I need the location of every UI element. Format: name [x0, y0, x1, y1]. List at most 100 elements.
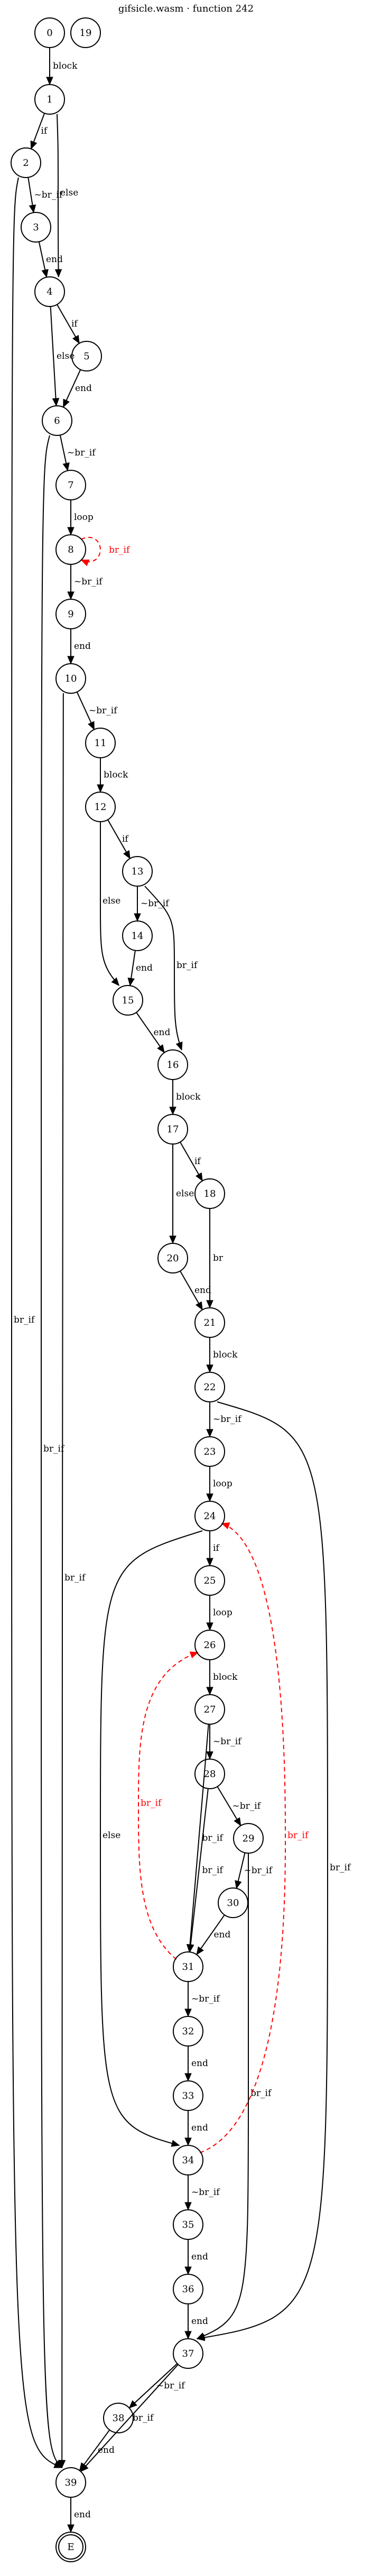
edge-label-10-to-39: br_if [64, 1573, 86, 1583]
edge-28-to-31 [189, 1788, 209, 1952]
edge-10-to-39 [61, 693, 64, 2468]
node-24-label: 24 [204, 1511, 216, 1522]
edge-arrow-27-to-28 [206, 1751, 213, 1760]
edge-label-29-to-37: br_if [250, 2088, 272, 2099]
edge-arrow-36-to-37 [184, 2331, 192, 2340]
node-0: 0 [34, 17, 65, 48]
edge-37-to-38 [128, 2363, 178, 2408]
node-21-label: 21 [204, 1317, 216, 1328]
node-8: 8 [55, 534, 86, 565]
edge-37-to-39 [80, 2364, 179, 2472]
node-12: 12 [85, 792, 116, 822]
node-31-label: 31 [182, 1961, 194, 1973]
edge-arrow-31-to-26 [189, 1651, 199, 1659]
edge-label-30-to-31: end [214, 1930, 231, 1940]
node-11-circle [85, 728, 116, 758]
edge-label-4-to-6: else [57, 351, 75, 361]
edge-arrow-11-to-12 [97, 784, 104, 793]
node-16-circle [157, 1049, 188, 1080]
node-28-label: 28 [204, 1769, 216, 1780]
edge-label-28-to-29: ~br_if [232, 1801, 262, 1811]
node-16-label: 16 [167, 1059, 179, 1071]
node-18-label: 18 [204, 1188, 216, 1199]
node-14: 14 [122, 920, 153, 951]
edge-arrow-14-to-15 [127, 977, 135, 987]
edge-label-27-to-28: ~br_if [213, 1736, 242, 1747]
edge-label-21-to-22: block [213, 1350, 238, 1360]
node-13-circle [122, 856, 153, 887]
node-25: 25 [194, 1565, 225, 1596]
edge-31-to-26 [137, 1652, 198, 1960]
node-14-label: 14 [132, 931, 144, 942]
edge-arrow-10-to-11 [88, 721, 95, 730]
edge-arrow-23-to-24 [206, 1493, 213, 1502]
edge-label-13-to-16: br_if [176, 960, 198, 971]
node-37-label: 37 [182, 2348, 194, 2359]
edge-arrow-21-to-22 [206, 1364, 213, 1373]
edge-arrow-24-to-25 [206, 1558, 213, 1567]
node-10-label: 10 [65, 673, 77, 684]
edge-arrow-38-to-39 [79, 2462, 87, 2471]
node-24-circle [194, 1501, 225, 1531]
node-36-circle [173, 2274, 203, 2304]
node-39: 39 [55, 2467, 86, 2498]
node-16: 16 [157, 1049, 188, 1080]
edge-label-2-to-3: ~br_if [34, 190, 63, 200]
node-31: 31 [173, 1951, 203, 1982]
edge-arrow-39-to-E [67, 2524, 75, 2533]
node-15-circle [113, 985, 143, 1016]
node-23-circle [194, 1436, 225, 1467]
edge-38-to-39 [79, 2429, 110, 2471]
node-9: 9 [55, 599, 86, 629]
node-E: E [55, 2532, 86, 2562]
edge-arrow-12-to-13 [123, 850, 131, 859]
node-15: 15 [113, 985, 143, 1016]
edge-label-36-to-37: end [191, 2316, 208, 2327]
node-9-label: 9 [68, 609, 73, 620]
node-11-label: 11 [95, 738, 107, 749]
node-29-label: 29 [243, 1833, 255, 1844]
edge-27-to-31 [189, 1724, 209, 1952]
node-20: 20 [157, 1243, 188, 1273]
edge-label-12-to-13: if [122, 834, 129, 844]
edge-label-8-to-9: ~br_if [74, 576, 103, 587]
node-11: 11 [85, 728, 116, 758]
node-7-label: 7 [68, 480, 73, 491]
node-6-label: 6 [54, 415, 60, 426]
node-6-circle [42, 405, 72, 436]
node-13-label: 13 [132, 866, 144, 877]
node-26-label: 26 [204, 1640, 216, 1651]
edge-arrow-25-to-26 [206, 1622, 213, 1631]
edge-label-27-to-31: br_if [202, 1833, 224, 1844]
node-38: 38 [103, 2403, 134, 2433]
node-18-circle [194, 1178, 225, 1209]
edge-arrow-15-to-16 [157, 1044, 165, 1054]
node-30: 30 [218, 1887, 248, 1918]
edge-arrow-12-to-15 [111, 977, 120, 986]
node-28: 28 [194, 1759, 225, 1789]
node-31-circle [173, 1951, 203, 1982]
edge-4-to-6 [50, 306, 57, 406]
node-E-label: E [67, 2542, 74, 2553]
node-0-label: 0 [46, 27, 52, 39]
node-37: 37 [173, 2338, 203, 2369]
edge-arrow-4-to-5 [72, 334, 80, 344]
node-15-label: 15 [122, 995, 134, 1006]
edge-label-8-to-8: br_if [109, 545, 131, 555]
node-27-label: 27 [204, 1704, 216, 1715]
node-35-label: 35 [182, 2219, 194, 2230]
node-25-label: 25 [204, 1575, 216, 1586]
edge-label-6-to-7: ~br_if [67, 448, 96, 458]
edge-label-17-to-18: if [194, 1156, 201, 1167]
edge-arrow-35-to-36 [184, 2266, 192, 2275]
node-7-circle [55, 470, 86, 500]
node-25-circle [194, 1565, 225, 1596]
edge-30-to-31 [196, 1914, 225, 1955]
edge-label-2-to-39: br_if [14, 1315, 35, 1325]
edge-arrow-34-to-35 [184, 2202, 192, 2211]
edge-label-32-to-33: end [191, 2058, 208, 2069]
edge-arrow-32-to-33 [184, 2073, 192, 2082]
node-1-label: 1 [46, 94, 52, 105]
edge-label-6-to-39: br_if [43, 1444, 65, 1454]
node-24: 24 [194, 1501, 225, 1531]
